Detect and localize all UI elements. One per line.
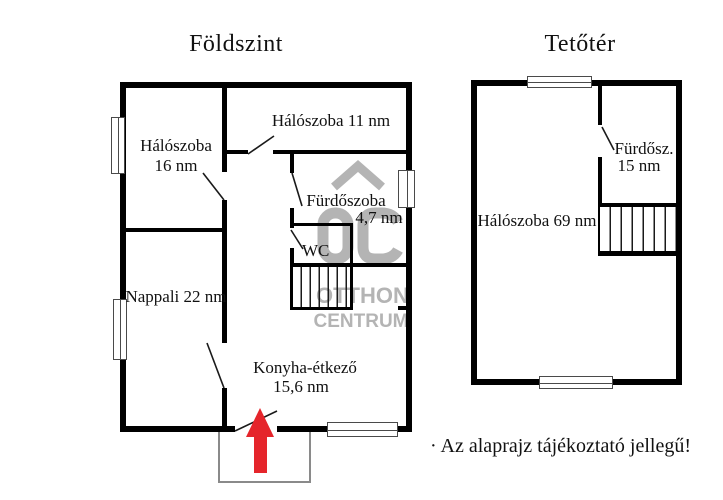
wall bbox=[120, 426, 235, 432]
stairs bbox=[290, 267, 353, 310]
wall bbox=[222, 388, 227, 426]
plan-title-tetoter: Tetőtér bbox=[544, 31, 616, 57]
door-furdoszoba bbox=[291, 172, 303, 207]
wall bbox=[126, 228, 222, 232]
room-area-konyha: 15,6 nm bbox=[273, 377, 329, 396]
plan-title-foldszint: Földszint bbox=[189, 31, 283, 57]
door-furdosz-tetoter bbox=[601, 126, 615, 151]
wall bbox=[290, 263, 412, 267]
room-label-furdosz: Fürdősz. bbox=[614, 139, 674, 158]
room-area-furdoszoba: 4,7 nm bbox=[355, 208, 403, 227]
window bbox=[327, 422, 398, 437]
window bbox=[111, 117, 125, 174]
wall bbox=[598, 86, 602, 125]
wall bbox=[350, 223, 353, 265]
door-haloszoba11 bbox=[247, 135, 275, 155]
room-label-haloszoba69: Hálószoba 69 nm bbox=[477, 211, 597, 230]
door-haloszoba16 bbox=[202, 172, 225, 201]
wall bbox=[222, 88, 227, 172]
room-label-haloszoba16: Hálószoba 16 nm bbox=[116, 136, 236, 177]
wall bbox=[290, 248, 294, 265]
wall bbox=[222, 200, 227, 343]
wall bbox=[471, 80, 477, 385]
stairs bbox=[598, 207, 676, 251]
wall bbox=[398, 306, 412, 310]
watermark-roof-icon bbox=[331, 160, 385, 191]
wall bbox=[290, 208, 294, 228]
wall bbox=[406, 82, 412, 432]
wall bbox=[273, 150, 406, 154]
wall bbox=[290, 154, 294, 173]
room-label-wc: WC bbox=[302, 241, 330, 260]
window bbox=[539, 376, 613, 389]
wall bbox=[598, 203, 676, 207]
room-label-haloszoba11: Hálószoba 11 nm bbox=[271, 111, 391, 130]
wall bbox=[120, 82, 412, 88]
wall bbox=[227, 150, 248, 154]
wall bbox=[120, 82, 126, 432]
door-wc bbox=[290, 229, 304, 250]
wall bbox=[676, 80, 682, 385]
door-nappali bbox=[206, 342, 225, 389]
window bbox=[527, 76, 592, 88]
watermark-word-centrum: CENTRUM bbox=[313, 311, 409, 332]
room-label-konyha: Konyha-étkező bbox=[253, 358, 357, 377]
room-label-furdoszoba: Fürdőszoba bbox=[306, 191, 386, 210]
wall bbox=[598, 251, 676, 256]
entrance-porch bbox=[218, 432, 311, 483]
window bbox=[113, 299, 127, 360]
room-area: 16 nm bbox=[154, 156, 198, 176]
window bbox=[398, 170, 415, 208]
room-area-furdosz: 15 nm bbox=[617, 156, 661, 175]
disclaimer-text: · Az alaprajz tájékoztató jellegű! bbox=[430, 435, 691, 457]
wall bbox=[598, 157, 602, 204]
room-name: Hálószoba bbox=[140, 136, 212, 155]
wall bbox=[290, 223, 353, 226]
room-label-nappali: Nappali 22 nm bbox=[125, 287, 227, 306]
